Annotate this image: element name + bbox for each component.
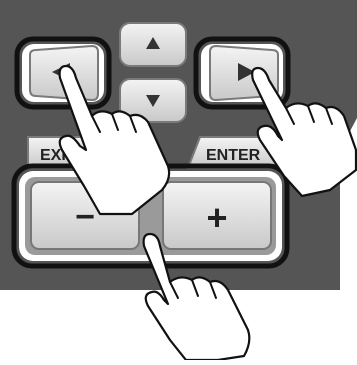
plus-label: +	[206, 197, 227, 238]
enter-label: ENTER	[206, 147, 261, 164]
plus-button[interactable]: +	[163, 182, 271, 249]
minus-label: −	[75, 198, 95, 236]
up-button[interactable]	[120, 23, 186, 66]
